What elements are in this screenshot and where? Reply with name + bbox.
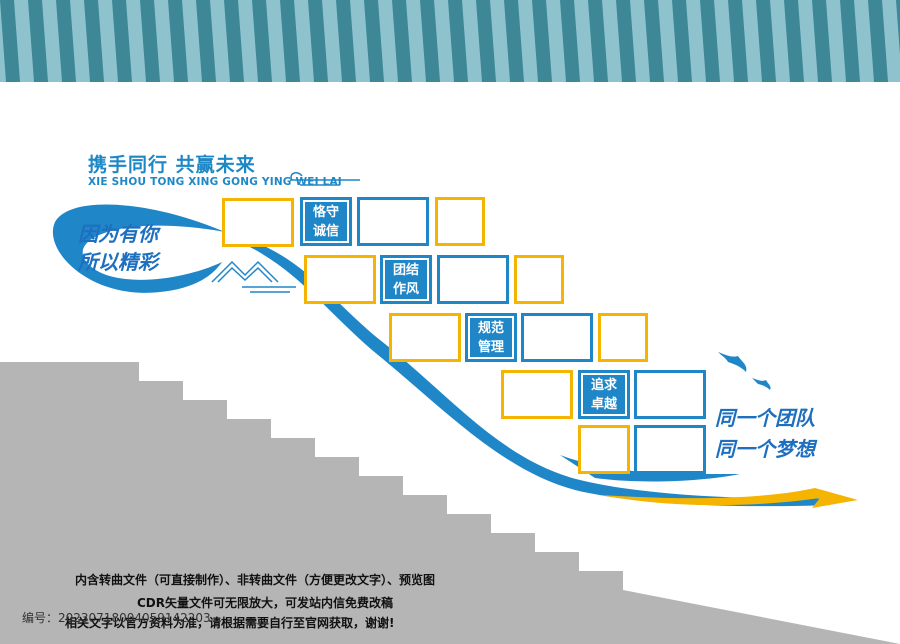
- ceiling-stripe: [0, 0, 20, 82]
- swallow-small-icon: [752, 378, 771, 390]
- slogan-left-line2: 所以精彩: [78, 250, 158, 274]
- photo-frame: [521, 313, 593, 362]
- photo-frame: [437, 255, 509, 304]
- step-badge-line1: 恪守: [312, 204, 339, 220]
- slogan-right-line2: 同一个梦想: [715, 437, 815, 461]
- ceiling-stripe: [616, 0, 636, 82]
- ceiling-stripe: [280, 0, 300, 82]
- photo-frame: [634, 370, 706, 419]
- footer-line2: CDR矢量文件可无限放大，可发站内信免费改稿: [137, 596, 394, 610]
- ceiling-stripe: [224, 0, 244, 82]
- footer-line1: 内含转曲文件（可直接制作）、非转曲文件（方便更改文字）、预览图: [75, 573, 436, 587]
- step-badge-line1: 规范: [477, 320, 504, 336]
- photo-frame: [304, 255, 376, 304]
- ceiling-stripe: [868, 0, 888, 82]
- photo-frame: [578, 425, 630, 474]
- footer-line3: 相关文字以官方资料为准，请根据需要自行至官网获取，谢谢!: [65, 616, 395, 630]
- ceiling-stripe: [168, 0, 188, 82]
- ceiling-stripe: [364, 0, 384, 82]
- ceiling-stripe: [812, 0, 832, 82]
- ceiling-stripe: [756, 0, 776, 82]
- ceiling-stripe: [252, 0, 272, 82]
- ceiling-stripe: [588, 0, 608, 82]
- slogan-left-line1: 因为有你: [78, 222, 158, 246]
- ceiling-stripe: [476, 0, 496, 82]
- page-subtitle: XIE SHOU TONG XING GONG YING WEI LAI: [88, 176, 342, 188]
- step-badge: 恪守诚信: [300, 197, 352, 246]
- photo-frame: [222, 198, 294, 247]
- swallow-icon: [718, 352, 747, 372]
- photo-frame: [357, 197, 429, 246]
- ceiling-stripe: [84, 0, 104, 82]
- ceiling-stripe: [140, 0, 160, 82]
- step-badge-line2: 诚信: [312, 223, 339, 239]
- image-id-label: 编号：20230718004059142203: [22, 611, 211, 625]
- ceiling-stripe: [840, 0, 860, 82]
- step-badge-line2: 作风: [392, 281, 419, 297]
- slogan-right-line1: 同一个团队: [715, 406, 815, 430]
- ceiling-stripe: [420, 0, 440, 82]
- photo-frame: [634, 425, 706, 474]
- ceiling-stripe: [784, 0, 804, 82]
- photo-frame: [598, 313, 648, 362]
- ribbon-swoosh: [52, 204, 858, 508]
- ceiling-stripe: [672, 0, 692, 82]
- ceiling-stripe: [112, 0, 132, 82]
- ceiling-stripe: [448, 0, 468, 82]
- step-badge-line1: 追求: [590, 377, 617, 393]
- ceiling-stripe: [700, 0, 720, 82]
- photo-frame: [501, 370, 573, 419]
- ceiling-stripe: [896, 0, 900, 55]
- ceiling-stripe: [28, 0, 48, 82]
- step-badge-line1: 团结: [392, 262, 419, 278]
- ceiling-stripe: [532, 0, 552, 82]
- ceiling-stripe: [336, 0, 356, 82]
- ceiling-stripe: [196, 0, 216, 82]
- cloud-ornament: [290, 172, 360, 186]
- mountain-ornament: [211, 260, 296, 293]
- page-title: 携手同行 共赢未来: [88, 154, 256, 176]
- step-badge: 追求卓越: [578, 370, 630, 419]
- photo-frame: [514, 255, 564, 304]
- ceiling-stripe: [560, 0, 580, 82]
- ceiling-stripe: [308, 0, 328, 82]
- step-badge: 规范管理: [465, 313, 517, 362]
- ceiling-stripe: [392, 0, 412, 82]
- ceiling-stripes: [0, 0, 900, 82]
- staircase: [0, 362, 900, 644]
- ceiling-stripe: [56, 0, 76, 82]
- ceiling-stripe: [728, 0, 748, 82]
- step-badge-line2: 卓越: [590, 396, 617, 412]
- photo-frame: [389, 313, 461, 362]
- step-badge: 团结作风: [380, 255, 432, 304]
- ceiling-stripe: [504, 0, 524, 82]
- step-badge-line2: 管理: [477, 339, 504, 355]
- photo-frame: [435, 197, 485, 246]
- ceiling-stripe: [644, 0, 664, 82]
